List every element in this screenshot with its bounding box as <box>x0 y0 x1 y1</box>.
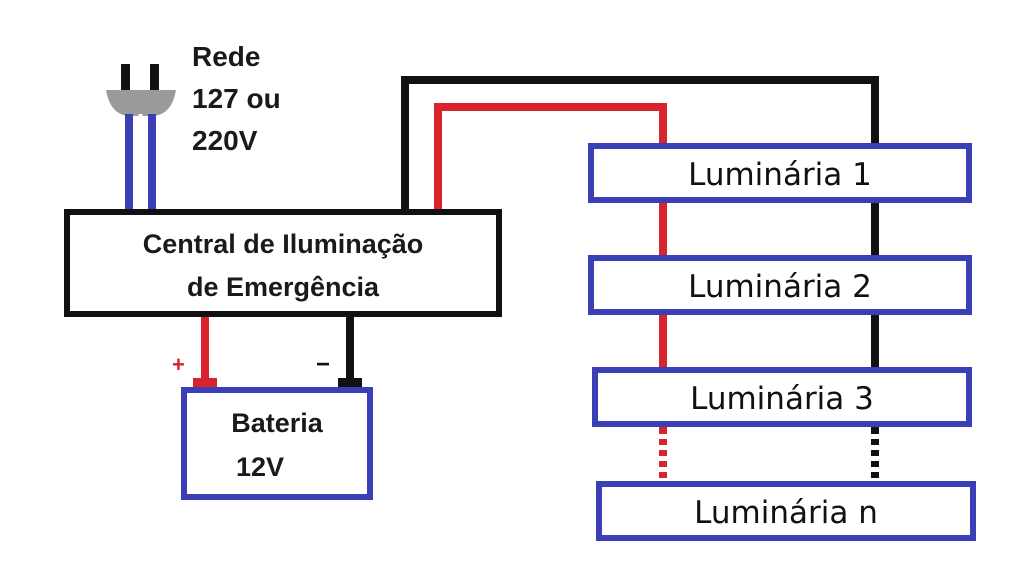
central-label-line1: Central de Iluminação <box>143 229 424 259</box>
positive-sign: + <box>172 352 185 377</box>
central-label-line2: de Emergência <box>187 272 380 302</box>
battery-label-line2: 12V <box>236 452 284 482</box>
luminaire-label: Luminária 3 <box>690 381 874 417</box>
mains-label-line2: 127 ou <box>192 83 281 114</box>
luminaire-label: Luminária 1 <box>688 157 872 193</box>
mains-label-line1: Rede <box>192 41 260 72</box>
battery-label-line1: Bateria <box>231 408 324 438</box>
luminaire-label: Luminária n <box>694 495 878 531</box>
luminaire-3: Luminária 3 <box>592 367 972 427</box>
luminaire-label: Luminária 2 <box>688 269 872 305</box>
battery-box <box>181 387 373 500</box>
mains-cable <box>125 114 156 210</box>
mains-label-line3: 220V <box>192 125 258 156</box>
negative-sign: − <box>316 351 330 378</box>
luminaire-n: Luminária n <box>596 481 976 541</box>
luminaire-2: Luminária 2 <box>588 255 972 315</box>
luminaire-1: Luminária 1 <box>588 143 972 203</box>
negative-output-wire <box>401 76 879 428</box>
power-plug-icon <box>106 64 176 116</box>
central-box <box>64 209 502 317</box>
